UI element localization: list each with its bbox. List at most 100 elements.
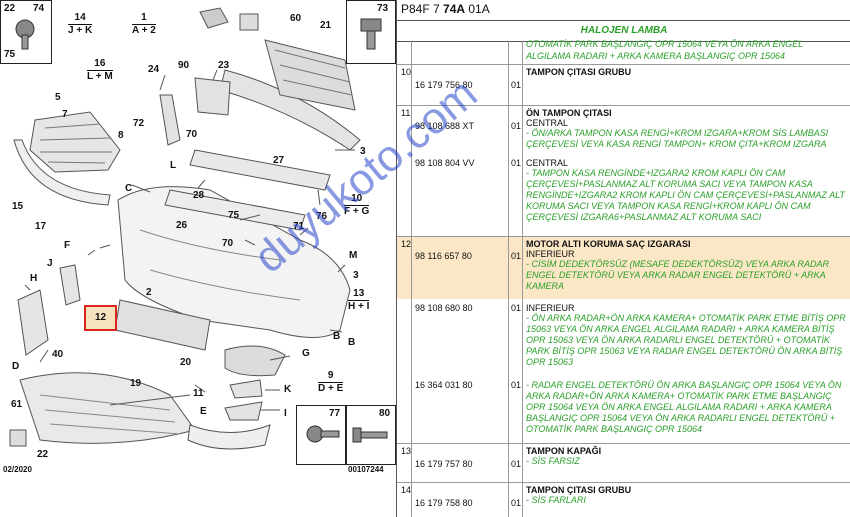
bolt-77-box: 77 xyxy=(296,405,346,465)
part-description-3: - RADAR ENGEL DETEKTÖRÜ ÖN ARKA BAŞLANGI… xyxy=(526,380,842,434)
part-number-2[interactable]: 98 108 804 VV xyxy=(415,158,475,168)
part-number[interactable]: 98 116 657 80 xyxy=(415,251,472,261)
label-3b: 3 xyxy=(353,270,359,281)
part-number-3[interactable]: 16 364 031 80 xyxy=(415,380,473,390)
label-71: 71 xyxy=(293,221,305,232)
part-subtitle: INFERIEUR xyxy=(526,249,575,259)
part-subtitle-2: CENTRAL xyxy=(526,158,569,168)
quantity-2: 01 xyxy=(511,303,522,313)
label-D: D xyxy=(12,361,20,372)
row-number: 11 xyxy=(401,108,411,118)
bolt-74-75-box: 22 74 75 xyxy=(0,0,52,64)
label-H: H xyxy=(30,273,38,284)
part-number[interactable]: 16 179 756 80 xyxy=(415,80,473,90)
label-60: 60 xyxy=(290,13,302,24)
cut-line-1: OTOMATİK PARK BAŞLANGIÇ OPR 15064 VEYA Ö… xyxy=(526,39,804,49)
label-70: 70 xyxy=(186,129,198,140)
label-20: 20 xyxy=(180,357,192,368)
footer-date: 02/2020 xyxy=(3,465,32,474)
part-number[interactable]: 16 179 758 80 xyxy=(415,498,473,508)
cut-line-2: ALGILAMA RADARI + ARKA KAMERA BAŞLANGIÇ … xyxy=(526,51,786,61)
label-23: 23 xyxy=(218,60,230,71)
label-26: 26 xyxy=(176,220,188,231)
top-continuation: OTOMATİK PARK BAŞLANGIÇ OPR 15064 VEYA Ö… xyxy=(397,39,850,65)
label-75b: 75 xyxy=(228,210,240,221)
row-number: 14 xyxy=(401,485,412,495)
part-number[interactable]: 98 108 688 XT xyxy=(415,121,475,131)
quantity: 01 xyxy=(511,459,522,469)
label-5: 5 xyxy=(55,92,61,103)
parts-drawing xyxy=(9,7,361,450)
part-description-2: - TAMPON KASA RENGİNDE+IZGARA2 KROM KAPL… xyxy=(526,168,845,222)
table-row[interactable]: 10 16 179 756 80 01 TAMPON ÇITASI GRUBU xyxy=(397,65,850,106)
label-11: 11 xyxy=(193,388,204,399)
label-L: L xyxy=(170,160,177,171)
label-F: F xyxy=(64,240,71,251)
label-61: 61 xyxy=(11,399,23,410)
label-G: G xyxy=(302,348,310,359)
label-27: 27 xyxy=(273,155,285,166)
label-24: 24 xyxy=(148,64,160,75)
label-I: I xyxy=(284,408,287,419)
label-70b: 70 xyxy=(222,238,234,249)
part-subtitle: CENTRAL xyxy=(526,118,569,128)
label-2: 2 xyxy=(146,287,152,298)
label-E: E xyxy=(200,406,207,417)
table-header: P84F 7 74A 01A xyxy=(401,2,490,16)
part-description: - CİSİM DEDEKTÖRSÜZ (MESAFE DEDEKTÖRSÜZ)… xyxy=(526,259,830,291)
quantity: 01 xyxy=(511,498,522,508)
part-number[interactable]: 16 179 757 80 xyxy=(415,459,473,469)
table-row-highlighted[interactable]: 12 98 116 657 80 01 MOTOR ALTI KORUMA SA… xyxy=(397,237,850,444)
pin-icon xyxy=(352,427,388,443)
bolt-icon xyxy=(15,19,35,50)
quantity: 01 xyxy=(511,121,522,131)
label-74: 74 xyxy=(33,3,45,14)
row-number: 12 xyxy=(401,239,412,249)
row-number: 10 xyxy=(401,67,412,77)
label-B: B xyxy=(333,331,341,342)
label-76: 76 xyxy=(316,211,328,222)
table-row[interactable]: 14 16 179 758 80 01 TAMPON ÇITASI GRUBU … xyxy=(397,483,850,517)
label-73: 73 xyxy=(377,3,389,14)
label-40: 40 xyxy=(52,349,64,360)
part-description-2: - ÖN ARKA RADAR+ÖN ARKA KAMERA+ OTOMATİK… xyxy=(526,313,846,367)
table-row[interactable]: 13 16 179 757 80 01 TAMPON KAPAĞI - SİS … xyxy=(397,444,850,483)
label-K: K xyxy=(284,384,292,395)
highlight-band xyxy=(397,237,850,299)
label-72: 72 xyxy=(133,118,145,129)
quantity-2: 01 xyxy=(511,158,522,168)
part-title: ÖN TAMPON ÇITASI xyxy=(526,108,612,118)
label-3: 3 xyxy=(360,146,366,157)
bolt-73-box: 73 xyxy=(346,0,396,64)
label-90: 90 xyxy=(178,60,190,71)
part-description: - SİS FARSIZ xyxy=(526,456,580,466)
label-28: 28 xyxy=(193,190,205,201)
row-number: 13 xyxy=(401,446,412,456)
pin-80-box: 80 xyxy=(346,405,396,465)
label-7: 7 xyxy=(62,109,68,120)
label-15: 15 xyxy=(12,201,24,212)
label-21: 21 xyxy=(320,20,332,31)
label-M: M xyxy=(349,250,358,261)
label-80: 80 xyxy=(379,408,391,419)
label-77: 77 xyxy=(329,408,341,419)
label-17: 17 xyxy=(35,221,47,232)
table-row[interactable]: 11 98 108 688 XT 01 ÖN TAMPON ÇITASI CEN… xyxy=(397,106,850,237)
part-description: - ÖN/ARKA TAMPON KASA RENGİ+KROM IZGARA+… xyxy=(526,128,829,149)
part-number-2[interactable]: 98 108 680 80 xyxy=(415,303,473,313)
label-75: 75 xyxy=(4,49,16,60)
part-description: - SİS FARLARI xyxy=(526,495,586,505)
bolt-icon xyxy=(306,425,340,443)
screw-icon xyxy=(360,18,382,50)
part-title: TAMPON ÇITASI GRUBU xyxy=(526,67,632,77)
label-22: 22 xyxy=(37,449,49,460)
part-subtitle-2: INFERIEUR xyxy=(526,303,575,313)
part-title: TAMPON KAPAĞI xyxy=(526,446,602,456)
